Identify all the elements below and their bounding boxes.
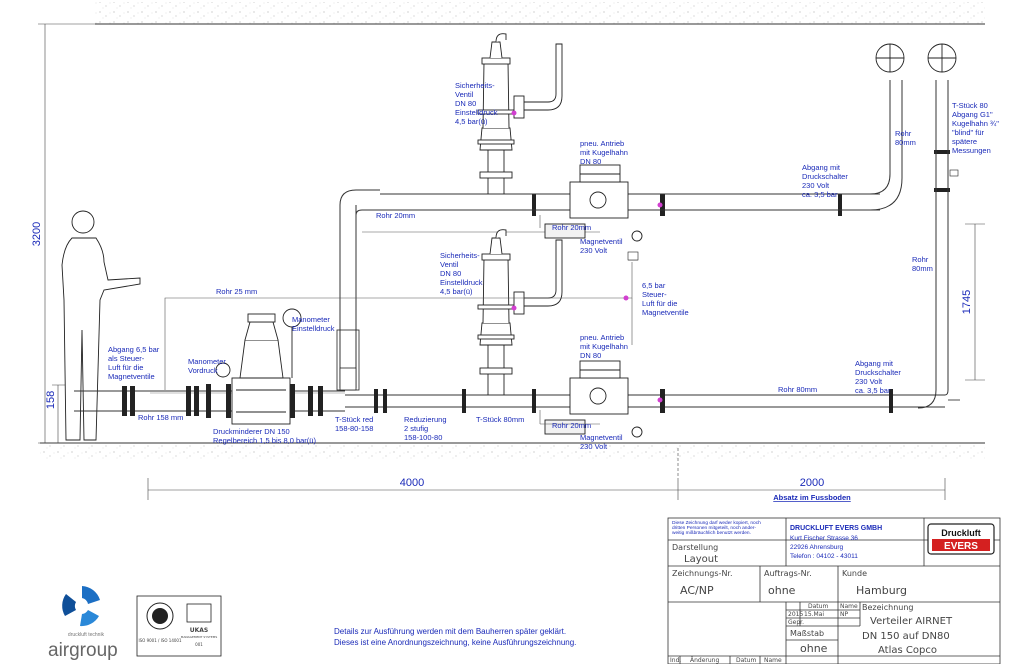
label-actuator-lower: pneu. Antrieb mit Kugelhahn DN 80 bbox=[580, 333, 630, 360]
tb-footer-datum: Datum bbox=[736, 657, 756, 664]
label-pipe-25: Rohr 25 mm bbox=[216, 287, 257, 296]
tb-datum-label: Datum bbox=[808, 603, 828, 610]
tb-auftrags-value: ohne bbox=[768, 584, 796, 597]
floor-slab bbox=[40, 443, 985, 461]
evers-brand-top: Druckluft bbox=[941, 528, 981, 538]
label-pipe-20-lower: Rohr 20mm bbox=[552, 421, 591, 430]
dim-length-left: 4000 bbox=[400, 477, 424, 489]
label-pipe-80-bottom: Rohr 80mm bbox=[778, 385, 817, 394]
iso-label: ISO 9001 / ISO 14001 bbox=[138, 638, 182, 643]
note-line-2: Dieses ist eine Anordnungszeichnung, kei… bbox=[334, 638, 576, 647]
tb-company: DRUCKLUFT EVERS GMBH bbox=[790, 525, 882, 532]
lrqa-seal-icon bbox=[146, 602, 174, 630]
tb-gepr: Gepr. bbox=[788, 619, 804, 626]
tb-darstellung-value: Layout bbox=[684, 554, 718, 565]
tb-bezeichnung-2: DN 150 auf DN80 bbox=[862, 631, 950, 642]
label-actuator-upper: pneu. Antrieb mit Kugelhahn DN 80 bbox=[580, 139, 630, 166]
label-pressure-switch-upper: Abgang mit Druckschalter 230 Volt ca. 3,… bbox=[802, 163, 850, 199]
tb-footer-name: Name bbox=[764, 657, 782, 664]
airgroup-logo: druckluft technik airgroup bbox=[48, 586, 118, 661]
label-t-piece-red: T-Stück red 158-80-158 bbox=[335, 415, 375, 433]
tb-zeichnungs-value: AC/NP bbox=[680, 584, 714, 597]
safety-valve-lower bbox=[477, 229, 563, 395]
label-pipe-20-upper: Rohr 20mm bbox=[376, 211, 415, 220]
label-manometer-set: Manometer Einstelldruck bbox=[292, 315, 335, 333]
label-t-piece-80: T-Stück 80 Abgang G1" Kugelhahn ¾" "blin… bbox=[952, 101, 1001, 155]
evers-brand-bottom: EVERS bbox=[944, 541, 978, 552]
tb-footer-aenderung: Änderung bbox=[690, 657, 719, 664]
floor-note: Absatz im Fussboden bbox=[773, 493, 851, 502]
lrqa-seal-inner-icon bbox=[152, 608, 168, 624]
main-pipe-bottom bbox=[74, 390, 945, 412]
tb-darstellung-label: Darstellung bbox=[672, 543, 718, 552]
note-line-1: Details zur Ausführung werden mit dem Ba… bbox=[334, 627, 566, 636]
actuator-upper bbox=[544, 164, 643, 242]
tb-massstab-label: Maßstab bbox=[790, 629, 824, 638]
safety-valve-upper bbox=[477, 33, 563, 194]
tb-auftrags-label: Auftrags-Nr. bbox=[764, 569, 812, 578]
label-pipe-20-mid: Rohr 20mm bbox=[552, 223, 591, 232]
human-scale-figure bbox=[61, 210, 141, 441]
upper-header-pipe bbox=[362, 80, 903, 233]
tb-zeichnungs-label: Zeichnungs-Nr. bbox=[672, 569, 733, 578]
swirl-icon bbox=[62, 586, 100, 627]
tb-bezeichnung-label: Bezeichnung bbox=[862, 603, 914, 612]
tb-city: 22926 Ahrensburg bbox=[790, 544, 844, 551]
airgroup-brand: airgroup bbox=[48, 640, 118, 661]
tb-bezeichnung-3: Atlas Copco bbox=[878, 645, 937, 656]
tb-initials: NP bbox=[840, 611, 848, 618]
airgroup-tagline: druckluft technik bbox=[68, 632, 105, 638]
label-solenoid-upper: Magnetventil 230 Volt bbox=[580, 237, 625, 255]
tb-street: Kurt Fischer Strasse 36 bbox=[790, 535, 858, 542]
dimension-lines bbox=[38, 23, 985, 500]
label-safety-valve-upper: Sicherheits- Ventil DN 80 Einstelldruck … bbox=[455, 81, 500, 126]
ceiling-slab bbox=[95, 2, 985, 24]
label-pressure-switch-lower: Abgang mit Druckschalter 230 Volt ca. 3,… bbox=[855, 359, 903, 395]
tb-disclaimer: Diese Zeichnung darf weder kopiert, noch… bbox=[672, 520, 762, 536]
label-pressure-reducer: Druckminderer DN 150 Regelbereich 1,5 bi… bbox=[213, 427, 316, 445]
tb-name-label: Name bbox=[840, 603, 858, 610]
tb-kunde-label: Kunde bbox=[842, 569, 867, 578]
cert-number: 001 bbox=[195, 642, 203, 647]
title-block-text: Diese Zeichnung darf weder kopiert, noch… bbox=[670, 520, 995, 664]
dim-length-right: 2000 bbox=[800, 477, 824, 489]
tb-phone: Telefon : 04102 - 43011 bbox=[790, 553, 858, 560]
tb-footer-ind: Ind. bbox=[670, 657, 681, 664]
riser-right bbox=[917, 80, 960, 409]
label-control-air-right: 6,5 bar Steuer- Luft für die Magnetventi… bbox=[642, 281, 689, 317]
dim-height-total: 3200 bbox=[31, 222, 43, 246]
evers-logo: Druckluft EVERS bbox=[927, 523, 995, 555]
label-reduction: Reduzierung 2 stufig 158-100-80 bbox=[404, 415, 449, 442]
tb-year: 2015 bbox=[788, 611, 803, 618]
tb-massstab-value: ohne bbox=[800, 642, 828, 655]
tb-bezeichnung-1: Verteiler AIRNET bbox=[870, 616, 953, 627]
certification-logos: UKAS MANAGEMENT SYSTEMS ISO 9001 / ISO 1… bbox=[136, 595, 222, 657]
label-solenoid-lower: Magnetventil 230 Volt bbox=[580, 433, 625, 451]
label-t-piece-80-bottom: T-Stück 80mm bbox=[476, 415, 524, 424]
riser-left bbox=[336, 189, 380, 391]
label-safety-valve-lower: Sicherheits- Ventil DN 80 Einstelldruck … bbox=[440, 251, 485, 296]
label-manometer-pre: Manometer Vordruck bbox=[188, 357, 228, 375]
ukas-sub: MANAGEMENT SYSTEMS bbox=[181, 635, 218, 639]
ukas-crown-icon bbox=[186, 603, 212, 623]
label-control-air-left: Abgang 6,5 bar als Steuer- Luft für die … bbox=[108, 345, 161, 381]
tb-date: 15.Mai bbox=[804, 611, 824, 618]
label-pipe-80-far-right: Rohr 80mm bbox=[912, 255, 933, 273]
pressure-reducer bbox=[215, 308, 302, 425]
ukas-label: UKAS bbox=[190, 627, 209, 634]
actuator-lower bbox=[544, 360, 643, 438]
dim-height-base: 158 bbox=[45, 391, 57, 409]
tb-kunde-value: Hamburg bbox=[856, 584, 907, 597]
label-pipe-80-upper-right: Rohr 80mm bbox=[895, 129, 916, 147]
ceiling-penetrations bbox=[875, 43, 957, 73]
label-pipe-158: Rohr 158 mm bbox=[138, 413, 183, 422]
dim-height-right: 1745 bbox=[961, 290, 973, 314]
